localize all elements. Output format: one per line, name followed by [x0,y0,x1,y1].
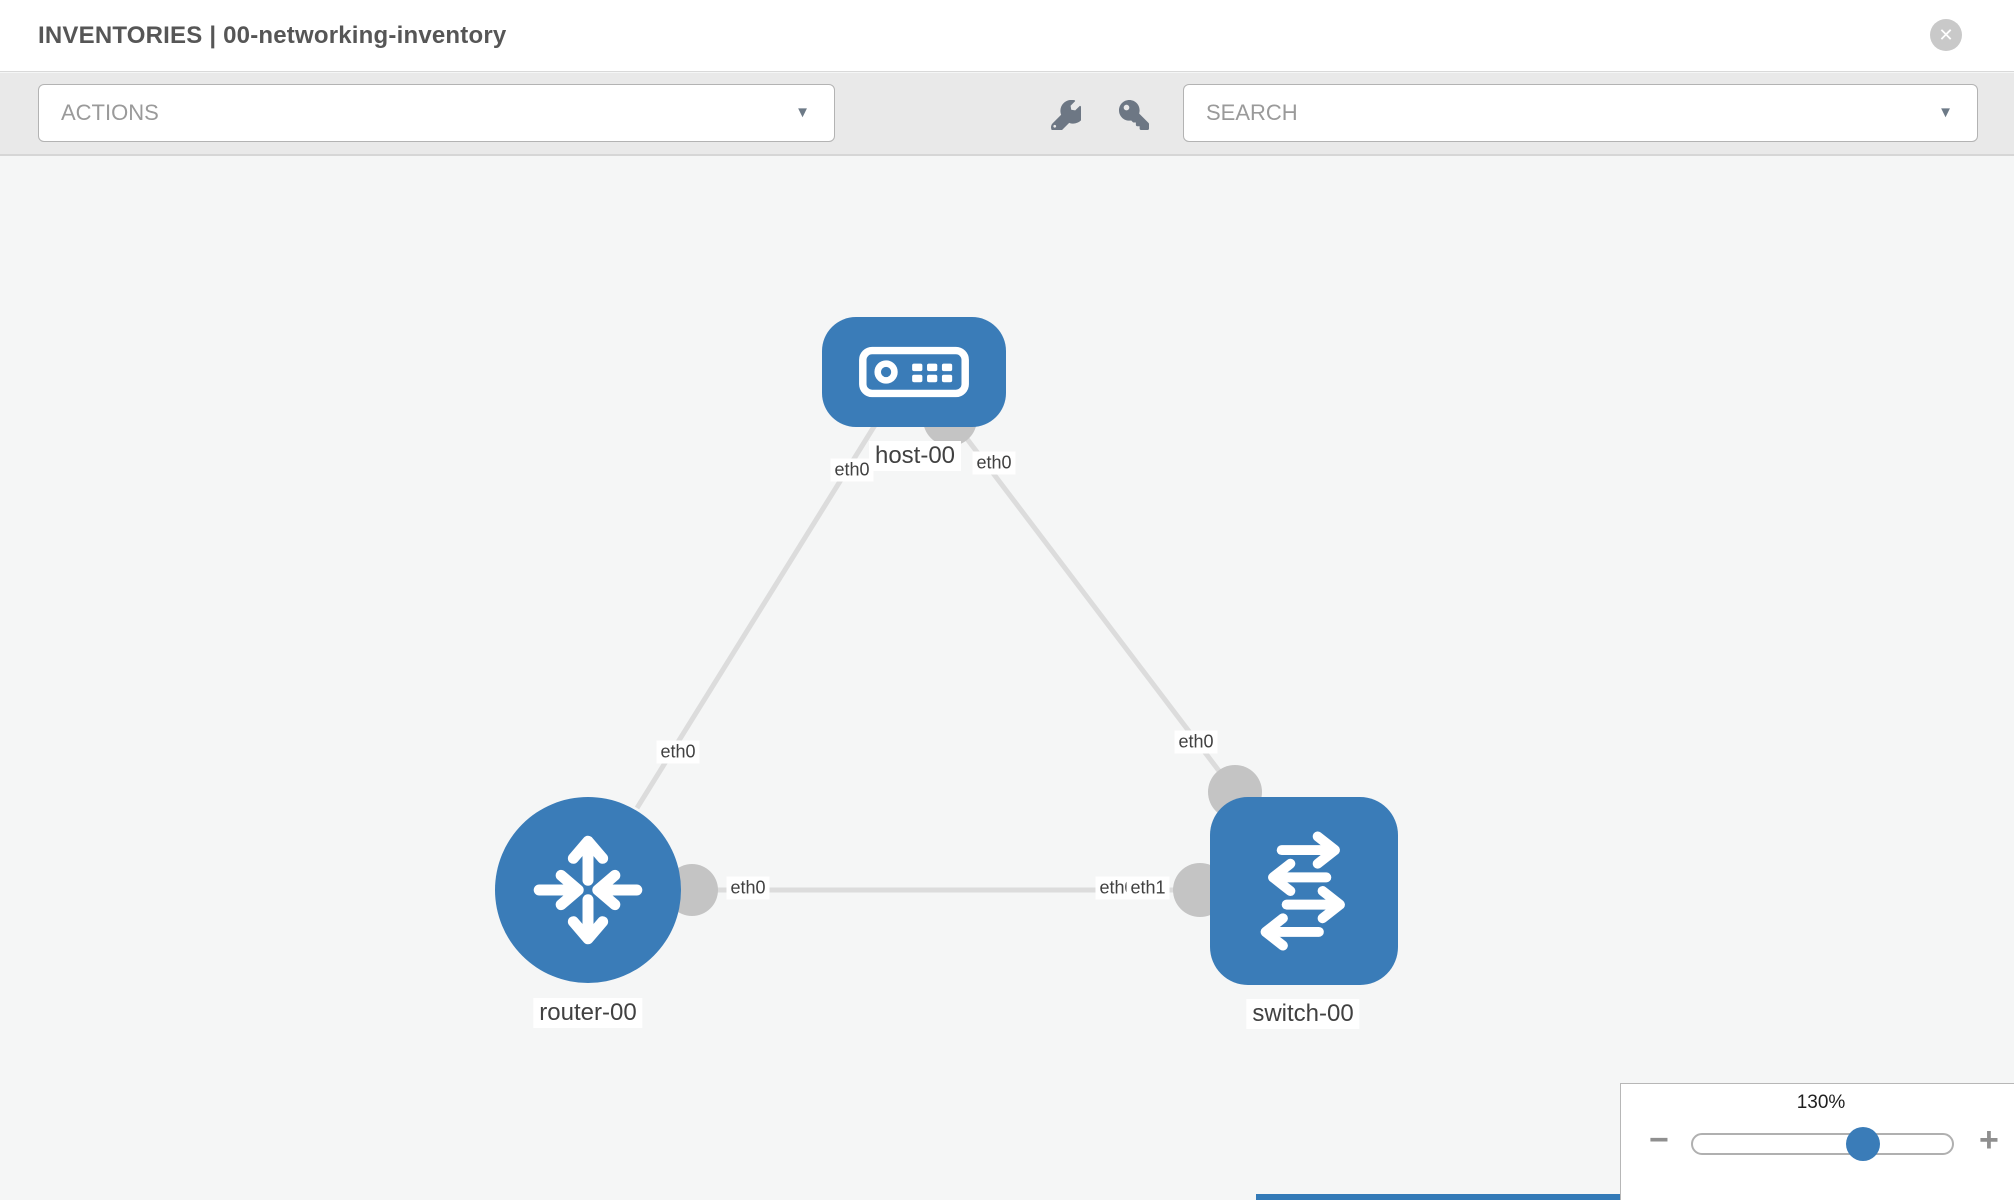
interface-label: eth1 [1126,876,1170,900]
search-dropdown[interactable]: SEARCH ▼ [1183,84,1978,142]
interface-label: eth0 [726,876,770,900]
node-label-router[interactable]: router-00 [533,998,643,1028]
topology-canvas[interactable]: host-00 router-00 switch-00 eth0 eth0 et… [0,157,2014,1200]
interface-label: eth0 [830,458,874,482]
node-label-host[interactable]: host-00 [868,441,962,471]
node-host-00[interactable] [822,317,1006,427]
node-label-switch[interactable]: switch-00 [1246,999,1360,1029]
router-icon [533,835,643,945]
zoom-slider-thumb[interactable] [1846,1127,1880,1161]
credentials-button[interactable] [1114,95,1154,135]
zoom-panel: 130% − + [1620,1083,2014,1200]
zoom-out-button[interactable]: − [1649,1121,1669,1159]
zoom-in-button[interactable]: + [1979,1121,1999,1159]
search-placeholder: SEARCH [1206,100,1298,125]
host-icon [859,346,969,398]
key-icon [1119,100,1149,130]
close-icon: ✕ [1938,25,1954,45]
header: INVENTORIES | 00-networking-inventory ✕ [0,0,2014,72]
interface-label: eth0 [972,451,1016,475]
chevron-down-icon: ▼ [795,104,810,121]
page-title: INVENTORIES | 00-networking-inventory [38,22,507,49]
toolbar: ACTIONS ▼ SEARCH ▼ [0,73,2014,156]
switch-icon [1260,831,1345,951]
actions-dropdown[interactable]: ACTIONS ▼ [38,84,835,142]
interface-label: eth0 [656,740,700,764]
zoom-percent-label: 130% [1796,1092,1846,1113]
zoom-slider-track[interactable] [1691,1133,1954,1155]
actions-dropdown-label: ACTIONS [61,100,159,125]
node-router-00[interactable] [495,797,681,983]
configure-button[interactable] [1046,95,1086,135]
interface-label: eth0 [1174,730,1218,754]
links-layer [634,392,1262,917]
wrench-icon [1051,100,1081,130]
chevron-down-icon: ▼ [1938,104,1953,121]
node-switch-00[interactable] [1210,797,1398,985]
close-button[interactable]: ✕ [1930,19,1962,51]
